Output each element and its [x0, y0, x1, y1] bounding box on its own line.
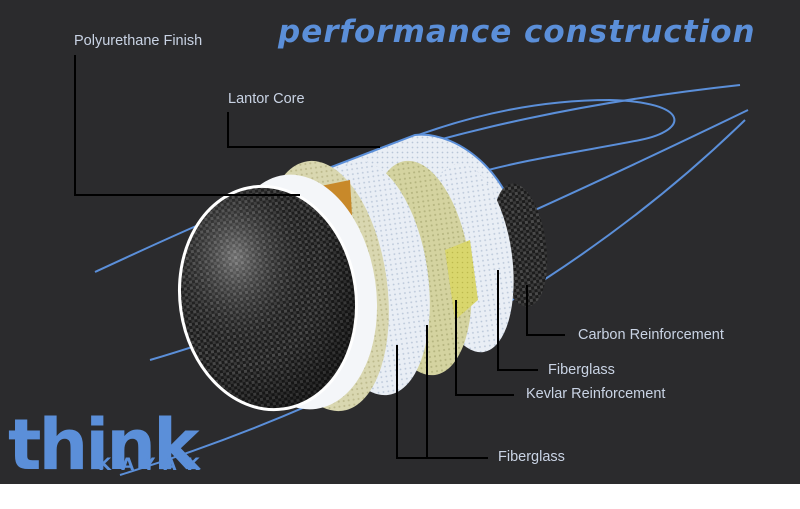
leader-carbon — [526, 285, 565, 336]
label-lantor-core: Lantor Core — [228, 91, 305, 107]
leader-kevlar — [455, 300, 514, 396]
hull-interior-shading — [179, 186, 357, 410]
label-kevlar-reinforcement: Kevlar Reinforcement — [526, 386, 666, 402]
label-polyurethane-finish: Polyurethane Finish — [74, 33, 203, 49]
label-fiberglass-inner: Fiberglass — [548, 362, 615, 378]
leader-fiberglass-inner — [497, 270, 538, 371]
hull-cross-section-diagram — [74, 55, 749, 476]
logo-kayak: KAYAK — [98, 455, 210, 475]
kevlar-patch — [445, 240, 478, 320]
label-fiberglass-outer: Fiberglass — [498, 449, 565, 465]
label-carbon-reinforcement: Carbon Reinforcement — [578, 327, 724, 343]
leader-fiberglass-outer — [396, 345, 488, 459]
leader-polyurethane — [74, 55, 300, 196]
leader-lines — [74, 55, 565, 459]
logo-think: think — [8, 404, 200, 484]
page-title: performance construction — [278, 14, 756, 50]
diagram-canvas: performance construction Polyurethane Fi… — [0, 0, 800, 484]
leader-lantor — [227, 112, 380, 148]
hull-interior-rim — [177, 184, 359, 412]
